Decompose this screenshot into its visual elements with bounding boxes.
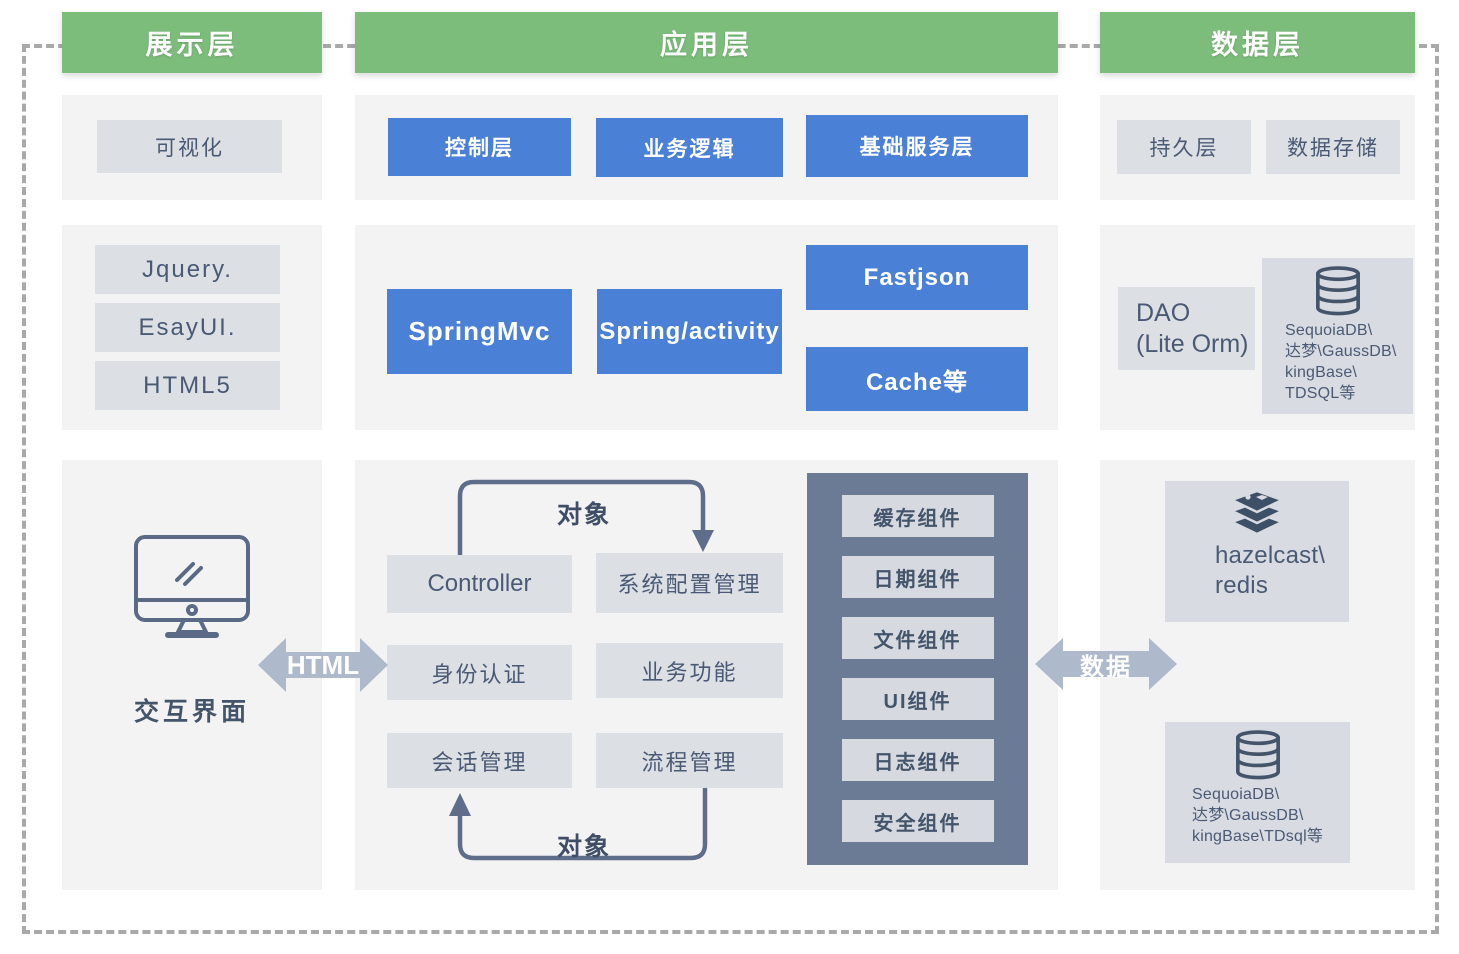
db-top-line-1: SequoiaDB\ [1285,322,1373,339]
data-arrow: 数据 [1035,638,1177,690]
db-bottom-line-2: 达梦\GaussDB\ [1192,807,1304,824]
monitor-icon [134,535,250,638]
box-business-logic: 业务逻辑 [596,118,783,177]
db-top-line-2: 达梦\GaussDB\ [1285,343,1397,360]
component-date: 日期组件 [841,556,994,598]
box-system-config-mgmt: 系统配置管理 [596,553,783,613]
db-top-line-3: kingBase\ [1285,364,1358,381]
box-dao: DAO (Lite Orm) [1118,287,1255,370]
redis-stack-icon [1230,489,1284,536]
header-data-layer: 数据层 [1100,12,1415,73]
box-esayui: EsayUI. [95,303,280,352]
db-bottom-line-1: SequoiaDB\ [1192,786,1280,803]
box-html5: HTML5 [95,361,280,410]
box-persistence-layer: 持久层 [1117,120,1251,174]
header-presentation-layer: 展示层 [62,12,322,73]
box-base-service-layer: 基础服务层 [806,115,1028,177]
component-file: 文件组件 [841,617,994,659]
components-panel: 缓存组件 日期组件 文件组件 UI组件 日志组件 安全组件 [807,473,1028,865]
interaction-ui-label: 交互界面 [133,698,250,726]
html-arrow: HTML [258,638,388,692]
data-arrow-label: 数据 [1080,653,1132,681]
object-label-top: 对象 [556,501,611,529]
box-visualization: 可视化 [97,120,282,173]
box-database-bottom: SequoiaDB\ 达梦\GaussDB\ kingBase\TDsql等 [1165,722,1350,863]
component-log: 日志组件 [841,739,994,781]
box-springmvc: SpringMvc [387,289,572,374]
box-fastjson: Fastjson [806,245,1028,310]
box-database-top: SequoiaDB\ 达梦\GaussDB\ kingBase\ TDSQL等 [1262,258,1413,414]
cache-db-line-2: redis [1215,572,1269,599]
dao-line-2: (Lite Orm) [1136,329,1249,358]
html-arrow-label: HTML [286,649,360,680]
db-top-line-4: TDSQL等 [1285,385,1356,402]
box-spring-activity: Spring/activity [597,289,782,374]
header-application-layer: 应用层 [355,12,1058,73]
component-cache: 缓存组件 [841,495,994,537]
component-security: 安全组件 [841,800,994,842]
dao-line-1: DAO [1136,298,1191,327]
object-label-bottom: 对象 [556,833,611,861]
double-arrow-icon [1035,638,1177,690]
box-hazelcast-redis: hazelcast\ redis [1165,481,1349,622]
box-jquery: Jquery. [95,245,280,294]
box-control-layer: 控制层 [388,118,571,176]
box-identity-auth: 身份认证 [387,645,572,700]
component-ui: UI组件 [841,678,994,720]
box-session-mgmt: 会话管理 [387,733,572,788]
box-data-storage: 数据存储 [1266,120,1400,174]
box-business-function: 业务功能 [596,643,783,698]
box-process-mgmt: 流程管理 [596,733,783,788]
database-icon [1315,266,1360,316]
database-icon [1235,730,1280,780]
box-cache: Cache等 [806,347,1028,411]
box-controller: Controller [387,555,572,613]
double-arrow-icon [258,638,388,692]
db-bottom-line-3: kingBase\TDsql等 [1192,828,1324,845]
cache-db-line-1: hazelcast\ [1215,542,1326,569]
